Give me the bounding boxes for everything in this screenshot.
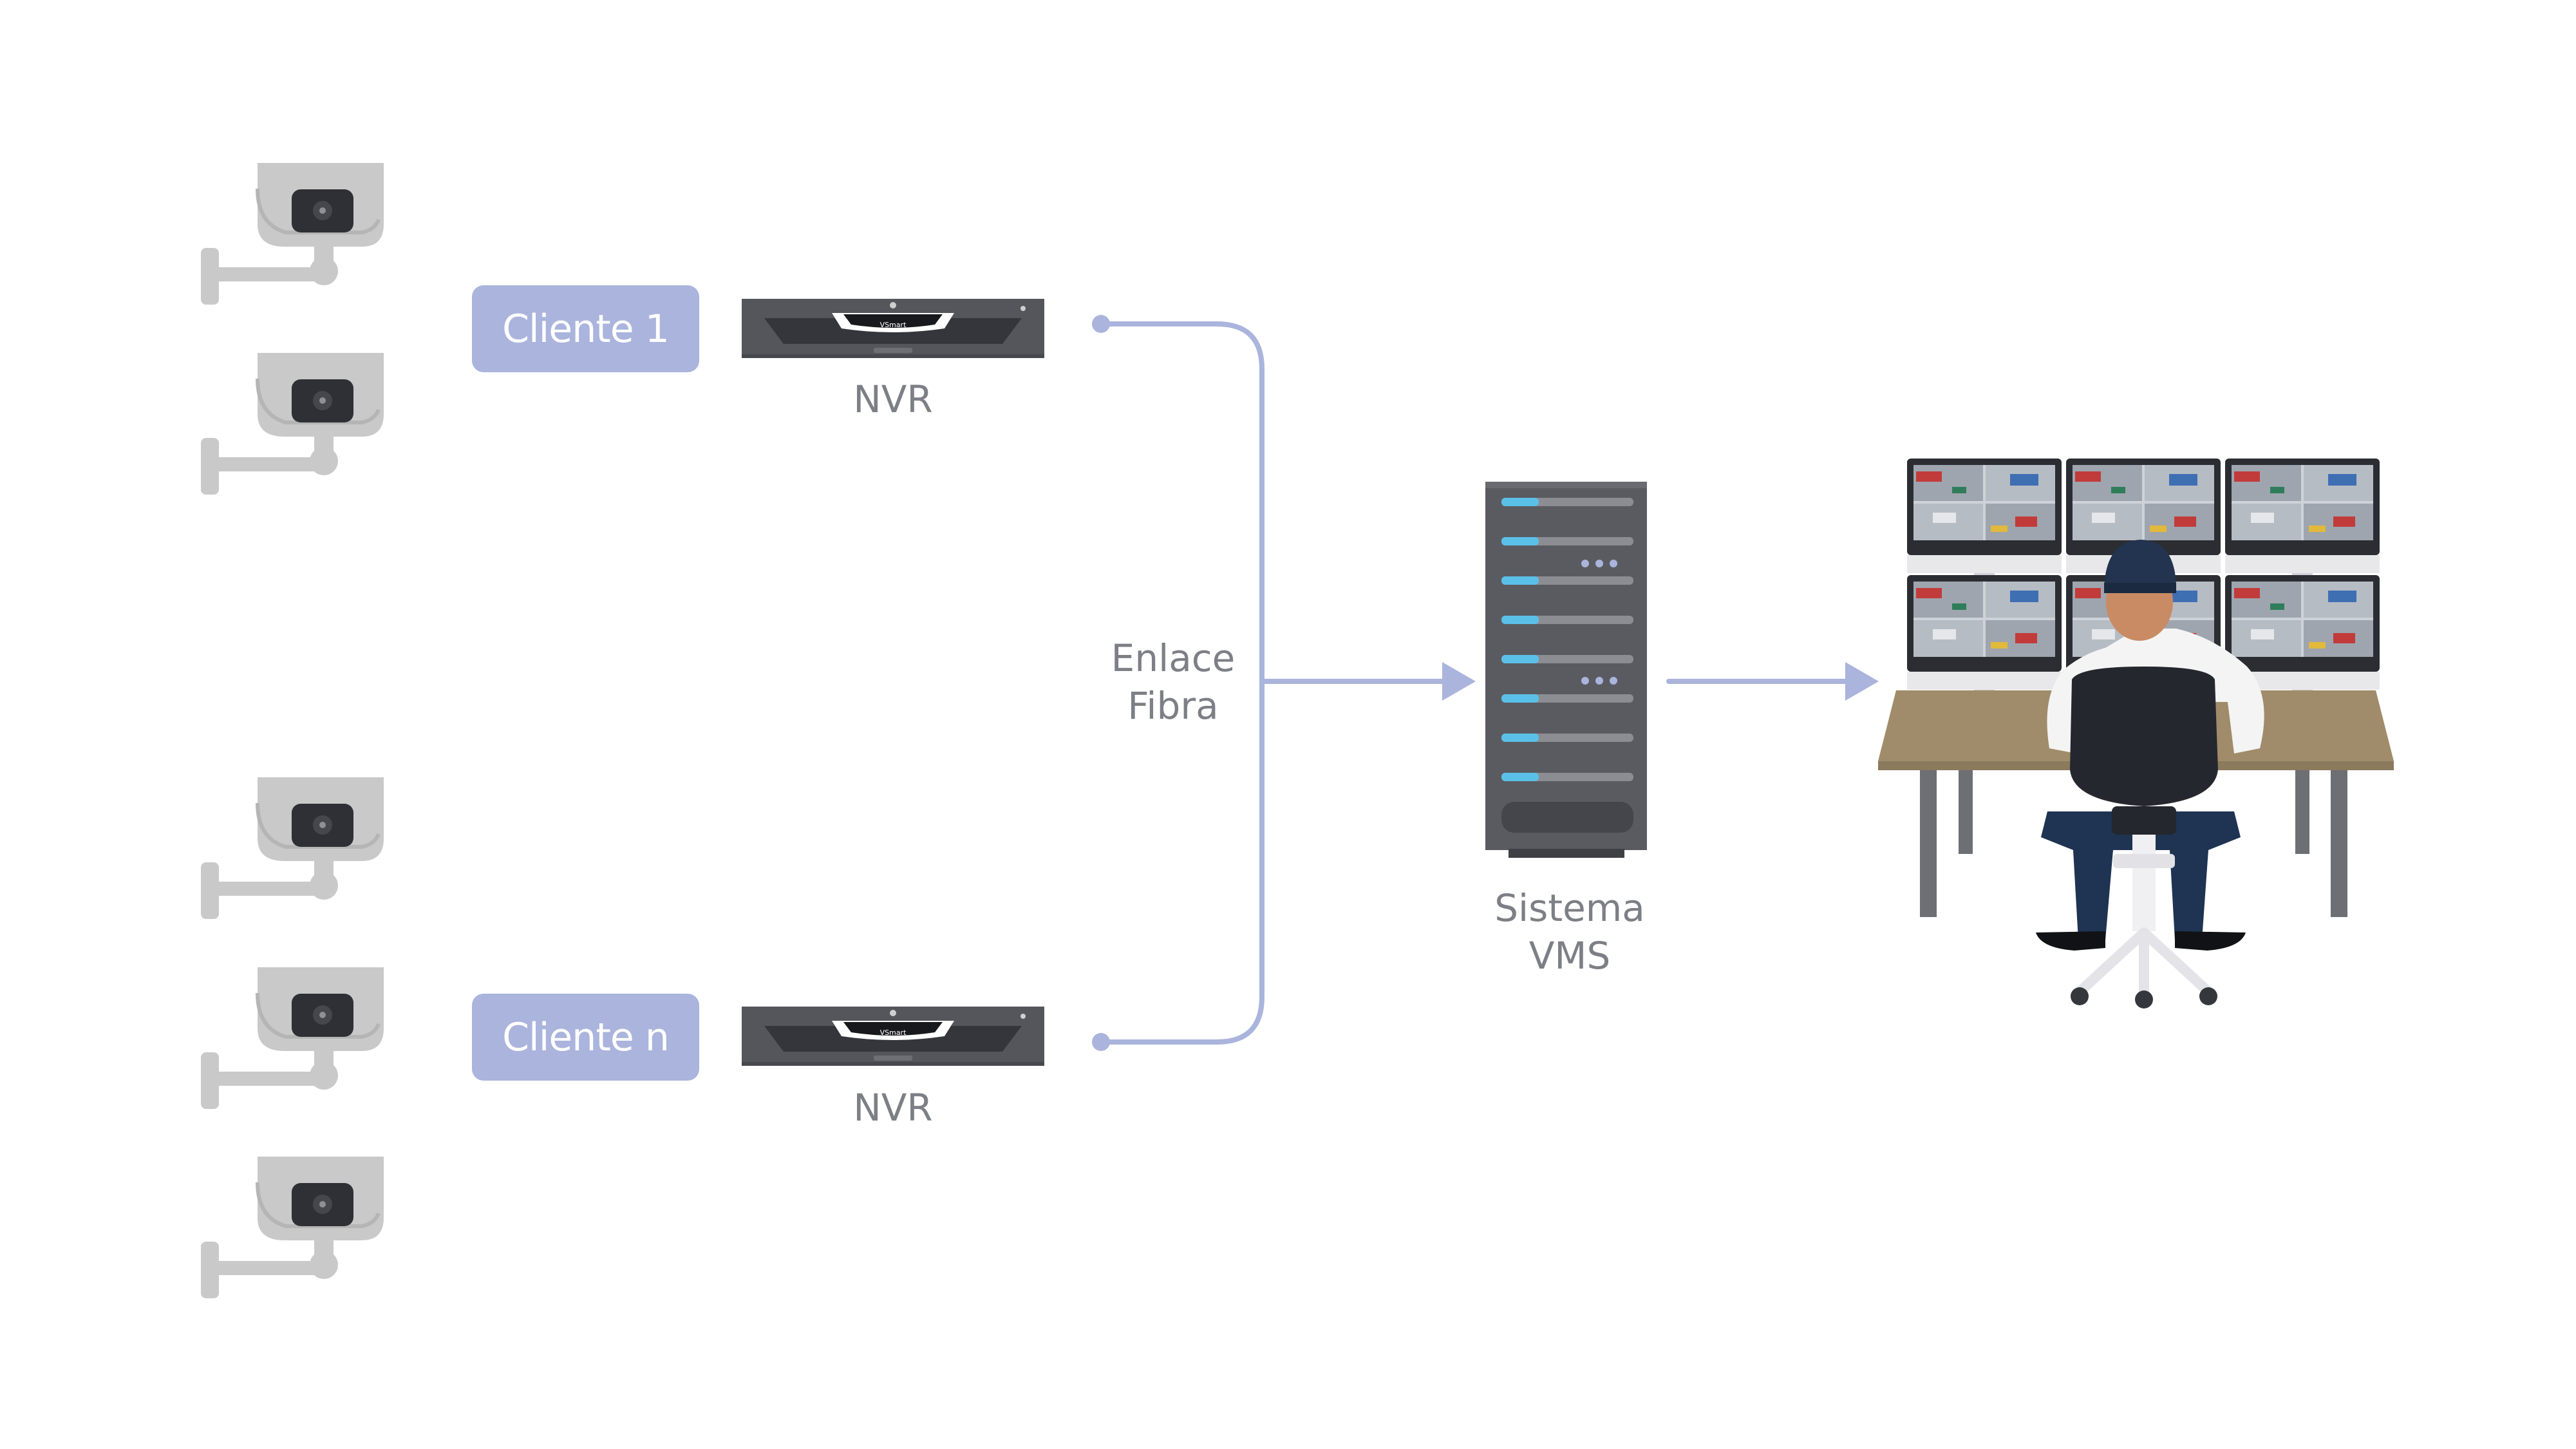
fiber-link-label-line2: Fibra bbox=[1127, 684, 1219, 728]
cctv-camera-icon bbox=[201, 163, 384, 305]
cctv-camera-icon bbox=[201, 1157, 384, 1298]
vms-label-line1: Sistema bbox=[1494, 886, 1645, 930]
monitor-icon bbox=[1907, 459, 2062, 590]
cctv-camera-icon bbox=[201, 777, 384, 919]
nvr-brand-text: VSmart bbox=[880, 321, 907, 329]
fiber-link-label-line1: Enlace bbox=[1111, 636, 1236, 680]
cctv-camera-icon bbox=[201, 967, 384, 1109]
arrow-right-icon bbox=[1845, 662, 1879, 701]
connector-endpoint bbox=[1092, 315, 1110, 333]
nvr-label: NVR bbox=[853, 377, 933, 421]
monitor-icon bbox=[2225, 459, 2380, 590]
fiber-link-label: Enlace Fibra bbox=[1051, 634, 1295, 730]
vms-label: Sistema VMS bbox=[1447, 884, 1692, 980]
client-1-badge: Cliente 1 bbox=[472, 285, 699, 372]
nvr-brand-text: VSmart bbox=[880, 1028, 907, 1037]
client-n-badge: Cliente n bbox=[472, 994, 699, 1081]
monitoring-station-illustration bbox=[1878, 459, 2394, 1009]
connector-endpoint bbox=[1092, 1033, 1110, 1051]
nvr-label: NVR bbox=[853, 1086, 933, 1130]
cctv-camera-icon bbox=[201, 353, 384, 495]
vms-label-line2: VMS bbox=[1528, 934, 1611, 978]
fiber-link-connector bbox=[1098, 321, 1857, 1045]
arrow-right-icon bbox=[1442, 662, 1476, 701]
monitor-icon bbox=[1907, 575, 2062, 706]
server-rack-icon bbox=[1485, 482, 1647, 858]
